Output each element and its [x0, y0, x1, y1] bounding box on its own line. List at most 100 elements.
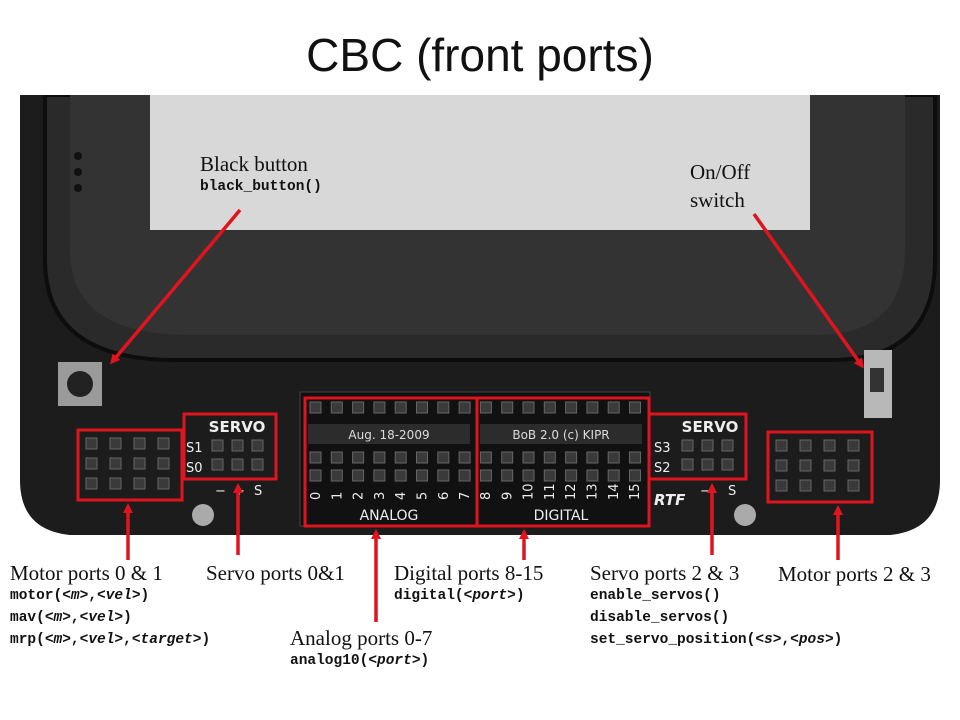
- pin-socket: [607, 451, 620, 464]
- pin-socket: [775, 459, 788, 472]
- pin-socket: [330, 451, 343, 464]
- speaker-dot: [74, 184, 82, 192]
- pin-socket: [330, 401, 343, 414]
- pin-socket: [157, 437, 170, 450]
- pin-socket: [157, 457, 170, 470]
- motor-right-pins: [775, 439, 860, 492]
- pin-socket: [629, 451, 641, 464]
- servo-left-s: S: [254, 484, 262, 499]
- pin-socket: [522, 451, 535, 464]
- s3-label: S3: [654, 441, 671, 456]
- servo-right-silkscreen: SERVO: [682, 418, 739, 436]
- arrow-black-button: [110, 208, 242, 365]
- servo-left-pins: [211, 439, 264, 471]
- pin-socket: [543, 451, 556, 464]
- digital-silkscreen: DIGITAL: [534, 508, 589, 524]
- servo01-highlight: [182, 412, 278, 481]
- pin-socket: [85, 477, 98, 490]
- servo-left-minus: −: [215, 484, 226, 499]
- digital-strip-text: BoB 2.0 (c) KIPR: [512, 428, 609, 442]
- pin-socket: [85, 457, 98, 470]
- code-line: enable_servos(): [590, 588, 721, 604]
- pin-socket: [373, 401, 386, 414]
- port-number: 12: [564, 483, 579, 500]
- servo-right-minus: −: [700, 484, 711, 499]
- black-button-label: Black button: [200, 152, 308, 176]
- pin-socket: [501, 469, 514, 482]
- code-line: digital(<port>): [394, 588, 525, 604]
- pin-socket: [847, 439, 860, 452]
- on-off-label-line1: On/Off: [690, 160, 751, 184]
- pin-socket: [565, 401, 578, 414]
- port-number: 0: [309, 492, 324, 500]
- screw: [192, 504, 214, 526]
- pin-socket: [543, 469, 556, 482]
- pin-socket: [775, 439, 788, 452]
- pin-socket: [681, 439, 694, 452]
- pin-socket: [133, 477, 146, 490]
- lcd-screen: [150, 95, 810, 230]
- pin-socket: [231, 458, 244, 471]
- port-number: 5: [416, 492, 431, 500]
- pin-socket: [775, 479, 788, 492]
- analog-silkscreen: ANALOG: [360, 508, 419, 524]
- pin-socket: [373, 451, 386, 464]
- servo-left-silkscreen: SERVO: [209, 418, 266, 436]
- pin-socket: [211, 439, 224, 452]
- code-line: set_servo_position(<s>,<pos>): [590, 632, 843, 648]
- pin-socket: [416, 401, 428, 414]
- analog-code: analog10(<port>): [290, 650, 429, 672]
- servo23-code: enable_servos() disable_servos() set_servo…: [590, 585, 842, 651]
- pin-socket: [109, 457, 122, 470]
- pin-socket: [133, 457, 146, 470]
- pin-socket: [109, 437, 122, 450]
- pin-socket: [352, 451, 365, 464]
- pin-socket: [565, 469, 578, 482]
- port-number: 4: [394, 492, 409, 500]
- port-number: 8: [479, 492, 494, 500]
- pin-socket: [458, 451, 471, 464]
- pin-socket: [85, 437, 98, 450]
- motor23-highlight: [766, 430, 874, 504]
- s2-label: S2: [654, 461, 671, 476]
- screw: [734, 504, 756, 526]
- motor01-highlight: [76, 428, 184, 502]
- pin-socket: [479, 469, 492, 482]
- pin-socket: [352, 401, 365, 414]
- pin-socket: [309, 451, 322, 464]
- pin-socket: [629, 401, 641, 414]
- black-button-code: black_button(): [200, 179, 322, 195]
- port-number: 3: [373, 492, 388, 500]
- motor01-code: motor(<m>,<vel>)mav(<m>,<vel>)mrp(<m>,<v…: [10, 585, 210, 651]
- rtf-logo: RTF: [654, 491, 686, 509]
- pin-socket: [133, 437, 146, 450]
- pin-socket: [109, 477, 122, 490]
- speaker-dot: [74, 152, 82, 160]
- analog-label: Analog ports 0-7: [290, 626, 433, 650]
- pin-socket: [394, 401, 407, 414]
- port-number: 7: [458, 492, 473, 500]
- port-number: 10: [522, 483, 537, 500]
- pin-socket: [543, 401, 556, 414]
- pin-socket: [394, 451, 407, 464]
- port-number: 14: [607, 483, 622, 500]
- black-button-cap: [67, 371, 93, 397]
- pin-socket: [565, 451, 578, 464]
- pin-socket: [437, 401, 450, 414]
- motor23-label: Motor ports 2 & 3: [778, 562, 931, 586]
- pin-socket: [437, 469, 450, 482]
- pin-socket: [847, 479, 860, 492]
- pin-socket: [394, 469, 407, 482]
- pin-socket: [721, 439, 734, 452]
- servo-right-s: S: [728, 484, 736, 499]
- s0-label: S0: [186, 461, 203, 476]
- code-line: disable_servos(): [590, 610, 730, 626]
- pin-socket: [352, 469, 365, 482]
- code-line: analog10(<port>): [290, 653, 430, 669]
- digital-label: Digital ports 8-15: [394, 561, 544, 585]
- pin-socket: [681, 458, 694, 471]
- pin-socket: [847, 459, 860, 472]
- pin-socket: [823, 439, 836, 452]
- pin-socket: [231, 439, 244, 452]
